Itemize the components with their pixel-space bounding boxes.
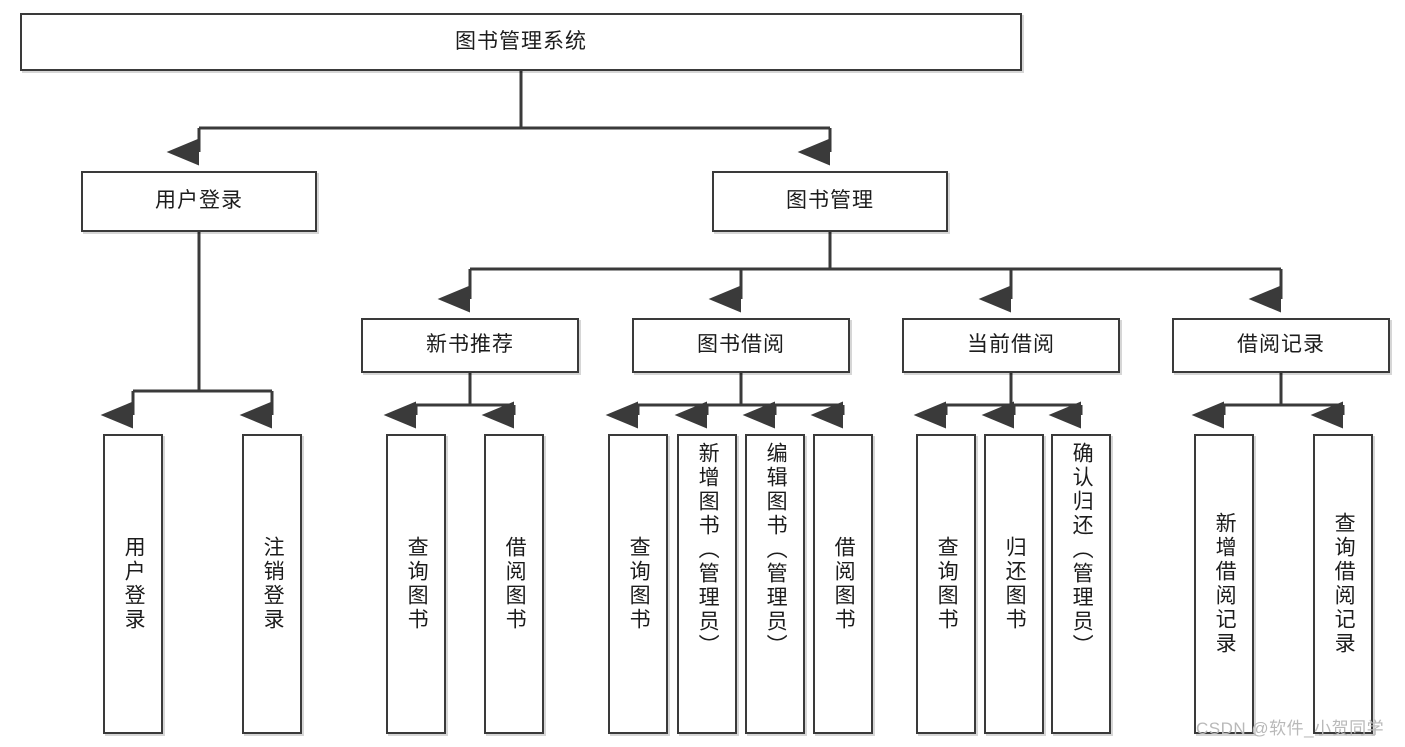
- node-new-book-recommend-label: 新书推荐: [426, 333, 514, 357]
- node-leaf-add-book-label: 新增图书（管理员）: [696, 442, 720, 658]
- node-leaf-confirm-return-label: 确认归还（管理员）: [1070, 442, 1094, 658]
- node-borrow-record[interactable]: 借阅记录: [1172, 318, 1390, 373]
- node-leaf-edit-book[interactable]: 编辑图书（管理员）: [745, 434, 805, 734]
- node-leaf-add-record-label: 新增借阅记录: [1213, 512, 1237, 656]
- node-leaf-user-logout-label: 注销登录: [261, 536, 285, 632]
- node-leaf-query-book-2-label: 查询图书: [627, 536, 651, 632]
- node-user-login[interactable]: 用户登录: [81, 171, 317, 232]
- node-user-login-label: 用户登录: [155, 189, 243, 213]
- node-book-manage-label: 图书管理: [786, 189, 874, 213]
- node-current-borrow-label: 当前借阅: [967, 333, 1055, 357]
- node-leaf-query-record-label: 查询借阅记录: [1332, 512, 1356, 656]
- node-new-book-recommend[interactable]: 新书推荐: [361, 318, 579, 373]
- node-leaf-query-record[interactable]: 查询借阅记录: [1313, 434, 1373, 734]
- node-leaf-user-login[interactable]: 用户登录: [103, 434, 163, 734]
- node-leaf-query-book-1-label: 查询图书: [405, 536, 429, 632]
- node-borrow-record-label: 借阅记录: [1237, 333, 1325, 357]
- node-current-borrow[interactable]: 当前借阅: [902, 318, 1120, 373]
- node-book-borrow-label: 图书借阅: [697, 333, 785, 357]
- csdn-watermark: CSDN @软件_小贺同学: [1196, 719, 1385, 738]
- node-leaf-user-logout[interactable]: 注销登录: [242, 434, 302, 734]
- node-leaf-add-record[interactable]: 新增借阅记录: [1194, 434, 1254, 734]
- node-leaf-user-login-label: 用户登录: [122, 536, 146, 632]
- node-leaf-query-book-3[interactable]: 查询图书: [916, 434, 976, 734]
- node-leaf-return-book-label: 归还图书: [1003, 536, 1027, 632]
- node-leaf-add-book[interactable]: 新增图书（管理员）: [677, 434, 737, 734]
- node-leaf-borrow-book-1-label: 借阅图书: [503, 536, 527, 632]
- node-leaf-query-book-1[interactable]: 查询图书: [386, 434, 446, 734]
- node-root-label: 图书管理系统: [455, 29, 587, 53]
- node-book-manage[interactable]: 图书管理: [712, 171, 948, 232]
- node-leaf-query-book-3-label: 查询图书: [935, 536, 959, 632]
- node-leaf-borrow-book-1[interactable]: 借阅图书: [484, 434, 544, 734]
- node-leaf-return-book[interactable]: 归还图书: [984, 434, 1044, 734]
- node-leaf-query-book-2[interactable]: 查询图书: [608, 434, 668, 734]
- node-book-borrow[interactable]: 图书借阅: [632, 318, 850, 373]
- node-leaf-borrow-book-2[interactable]: 借阅图书: [813, 434, 873, 734]
- node-leaf-confirm-return[interactable]: 确认归还（管理员）: [1051, 434, 1111, 734]
- node-leaf-borrow-book-2-label: 借阅图书: [832, 536, 856, 632]
- node-root[interactable]: 图书管理系统: [20, 13, 1022, 71]
- node-leaf-edit-book-label: 编辑图书（管理员）: [764, 442, 788, 658]
